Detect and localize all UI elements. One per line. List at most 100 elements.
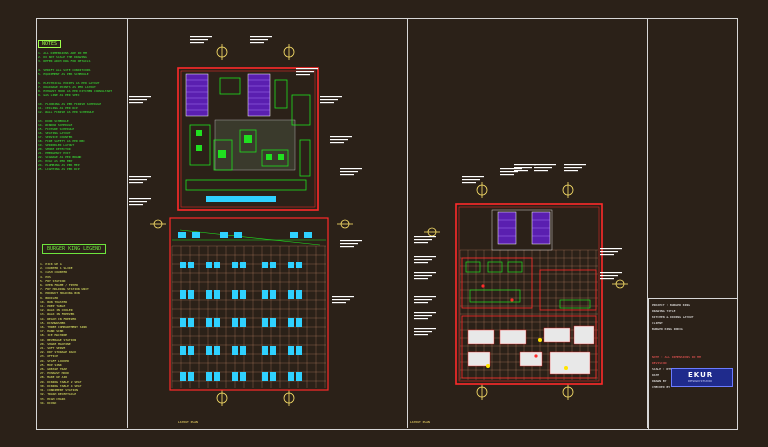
annotation-tag [414, 312, 436, 314]
annotation-tag [414, 315, 432, 317]
dining-table [188, 262, 194, 268]
note-line: 9. GAS LINE AS PER SPEC [38, 93, 80, 97]
dining-table [214, 346, 220, 355]
notes-header: NOTES [38, 40, 62, 48]
north-arrow-icon [283, 390, 295, 406]
note-line: 4. VERIFY ALL SITE CONDITIONS [38, 68, 91, 72]
legend-item: 12. WALK IN COOLER [40, 308, 73, 313]
drawing-sheet-frame [36, 18, 738, 430]
sheet-divider-left [127, 18, 128, 428]
annotation-tag [340, 240, 362, 242]
annotation-tag [330, 139, 348, 141]
dining-table [180, 346, 186, 355]
north-arrow-icon [150, 219, 166, 229]
annotation-tag [414, 272, 436, 274]
legend-item: 31. CONDIMENT STATION [40, 388, 78, 393]
title-block-note: NOTE : ALL DIMENSIONS IN MM [652, 355, 701, 359]
legend-item: 2. COUNTER 1 SLIDE [40, 266, 73, 271]
annotation-tag [462, 182, 476, 184]
annotation-tag [500, 171, 518, 173]
annotation-tag [330, 136, 352, 138]
dining-table [232, 290, 238, 299]
dining-table [206, 346, 212, 355]
annotation-tag [129, 182, 143, 184]
annotation-tag [462, 176, 484, 178]
dining-table [262, 262, 268, 268]
annotation-tag [332, 302, 346, 304]
annotation-tag [340, 168, 362, 170]
annotation-tag [190, 42, 204, 44]
dining-table [232, 318, 238, 327]
title-block-row: DRAWING TITLE [652, 309, 676, 313]
annotation-tag [129, 198, 151, 200]
dining-table [188, 346, 194, 355]
note-line: 15. FIXTURE SCHEDULE [38, 127, 75, 131]
title-block-row: BURGER KING INDIA [652, 327, 683, 331]
note-line: 11. CEILING AS PER RCP [38, 106, 78, 110]
annotation-tag [500, 174, 514, 176]
annotation-tag [320, 102, 334, 104]
north-arrow-icon [562, 182, 574, 198]
dining-table [270, 290, 276, 299]
north-arrow-icon [283, 44, 295, 60]
legend-item: 17. HAND SINK [40, 329, 64, 334]
note-line: 22. SIGNAGE AS PER BRAND [38, 155, 82, 159]
legend-item: 22. DRY STORAGE RACK [40, 350, 77, 355]
dining-table [262, 372, 268, 381]
legend-item: 9. BROILER [40, 295, 59, 300]
annotation-tag [340, 171, 358, 173]
annotation-tag [534, 167, 552, 169]
dining-table [180, 290, 186, 299]
annotation-tag [414, 278, 428, 280]
annotation-tag [534, 170, 548, 172]
note-line: 14. WINDOW SCHEDULE [38, 123, 73, 127]
annotation-tag [514, 164, 536, 166]
dining-table [180, 262, 186, 268]
annotation-tag [332, 299, 350, 301]
annotation-tag [330, 142, 344, 144]
annotation-tag [129, 179, 147, 181]
legend-item: 7. FRY HOLDING STATION UNIT [40, 287, 89, 292]
title-block-note: REVISION [652, 361, 667, 365]
dining-table [214, 262, 220, 268]
dining-table [240, 262, 246, 268]
annotation-tag [600, 272, 622, 274]
note-line: 25. LIGHTING AS PER RCP [38, 167, 80, 171]
annotation-tag [600, 275, 618, 277]
legend-item: 25. MOP SINK [40, 362, 62, 367]
note-line: 7. DRAINAGE POINTS AS PER LAYOUT [38, 85, 96, 89]
annotation-tag [250, 39, 268, 41]
dining-table [270, 346, 276, 355]
annotation-tag [250, 36, 272, 38]
dining-table [188, 290, 194, 299]
sheet-divider-right [647, 18, 648, 428]
dining-table [188, 318, 194, 327]
legend-item: 10. BUN TOASTER [40, 299, 68, 304]
legend-item: 21. SOFT SERVE [40, 346, 66, 351]
dining-table [206, 372, 212, 381]
legend-title: BURGER KING LEGEND [42, 244, 107, 254]
note-line: 8. EXHAUST HOOD AS PER KITCHEN CONSULTAN… [38, 89, 113, 93]
north-arrow-icon [562, 384, 574, 400]
legend-item: 27. EXHAUST HOOD [40, 371, 69, 376]
title-block-row: DATE [652, 373, 660, 377]
annotation-tag [414, 242, 428, 244]
title-block-row: PROJECT : BURGER KING [652, 303, 690, 307]
annotation-tag [514, 167, 532, 169]
sheet-label-plan-1: LAYOUT PLAN [178, 420, 198, 424]
annotation-tag [190, 39, 208, 41]
dining-table [270, 372, 276, 381]
dining-table [262, 290, 268, 299]
floor-plan-1 [150, 44, 353, 406]
dining-table [270, 262, 276, 268]
title-block-row: CHECKED BY [652, 385, 671, 389]
legend-item: 19. BEVERAGE STATION [40, 337, 77, 342]
note-line: 20. SMOKE DETECTOR [38, 147, 71, 151]
note-line: 12. WALL FINISH AS PER SCHEDULE [38, 110, 94, 114]
dining-table [206, 262, 212, 268]
annotation-tag [414, 331, 432, 333]
annotation-tag [296, 68, 318, 70]
